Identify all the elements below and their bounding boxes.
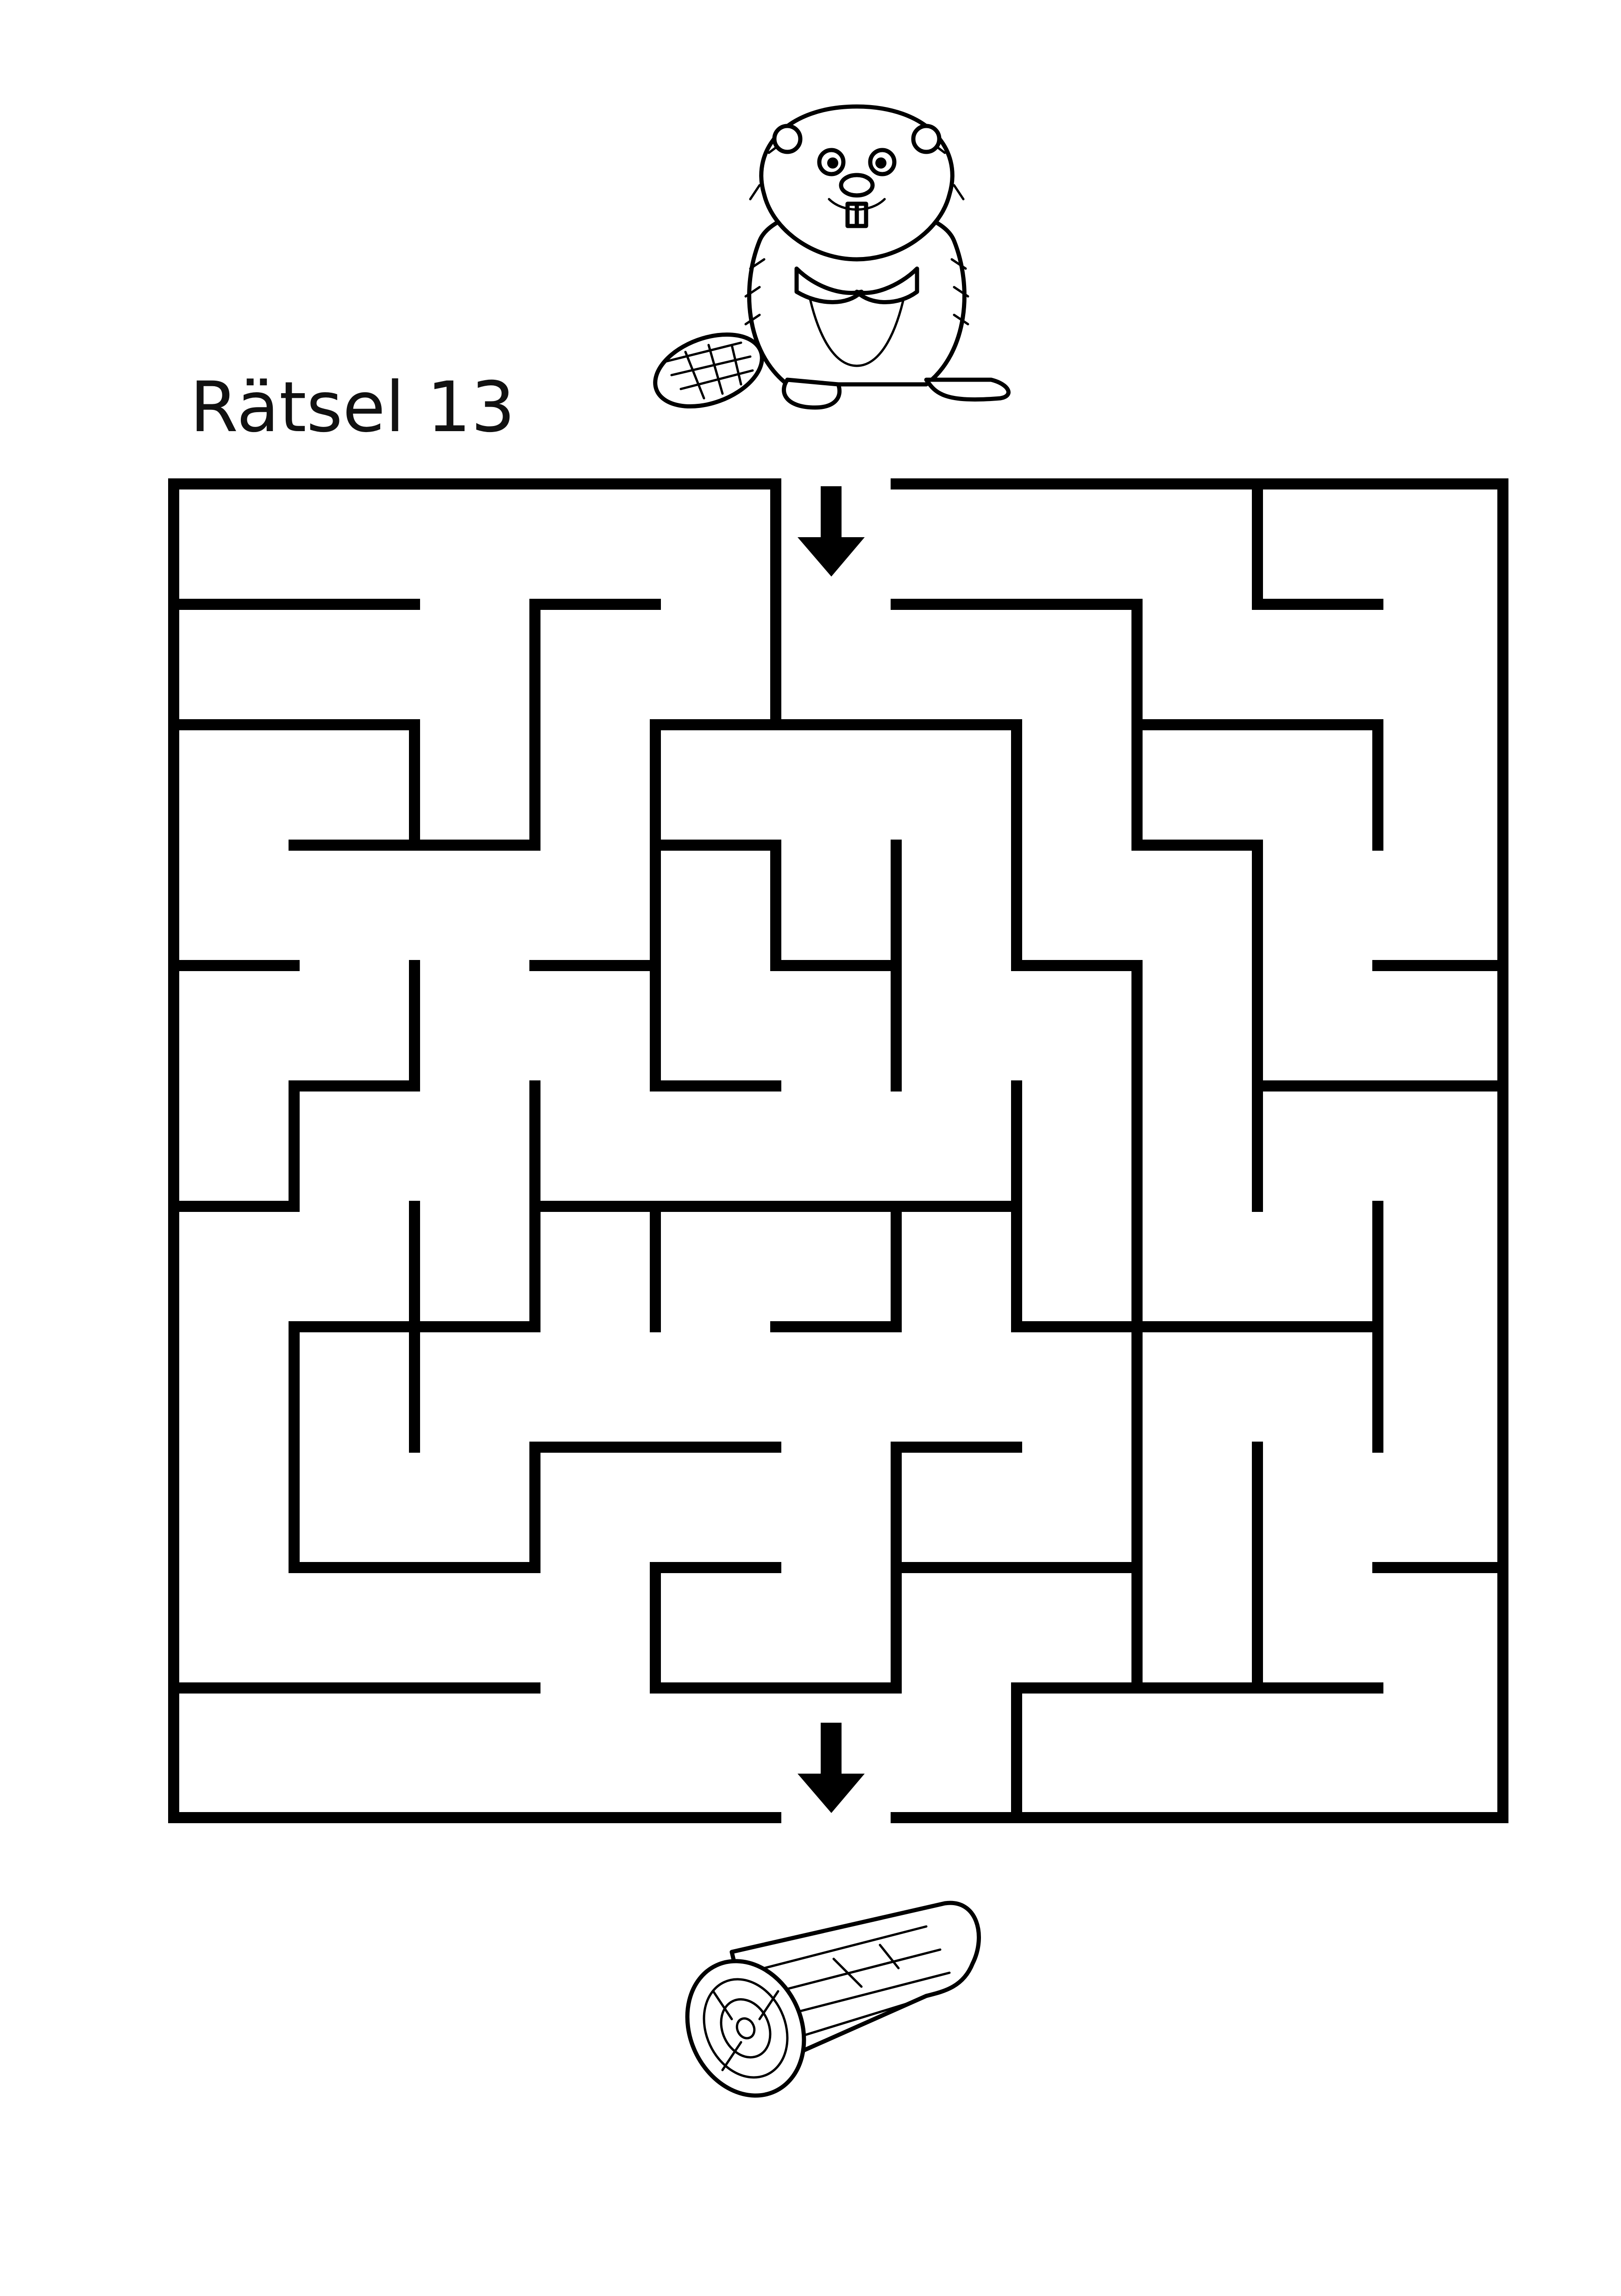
beaver-icon	[653, 104, 1011, 410]
exit-arrow-icon	[798, 1723, 865, 1813]
maze-walls-vertical	[289, 478, 1383, 1823]
page-title: Rätsel 13	[190, 367, 515, 448]
maze-wall-outer	[168, 478, 1508, 1823]
maze-walls-horizontal	[168, 599, 1508, 1694]
wooden-log-icon	[685, 1901, 981, 2098]
maze-grid	[168, 478, 1508, 1823]
entrance-arrow-icon	[798, 486, 865, 577]
